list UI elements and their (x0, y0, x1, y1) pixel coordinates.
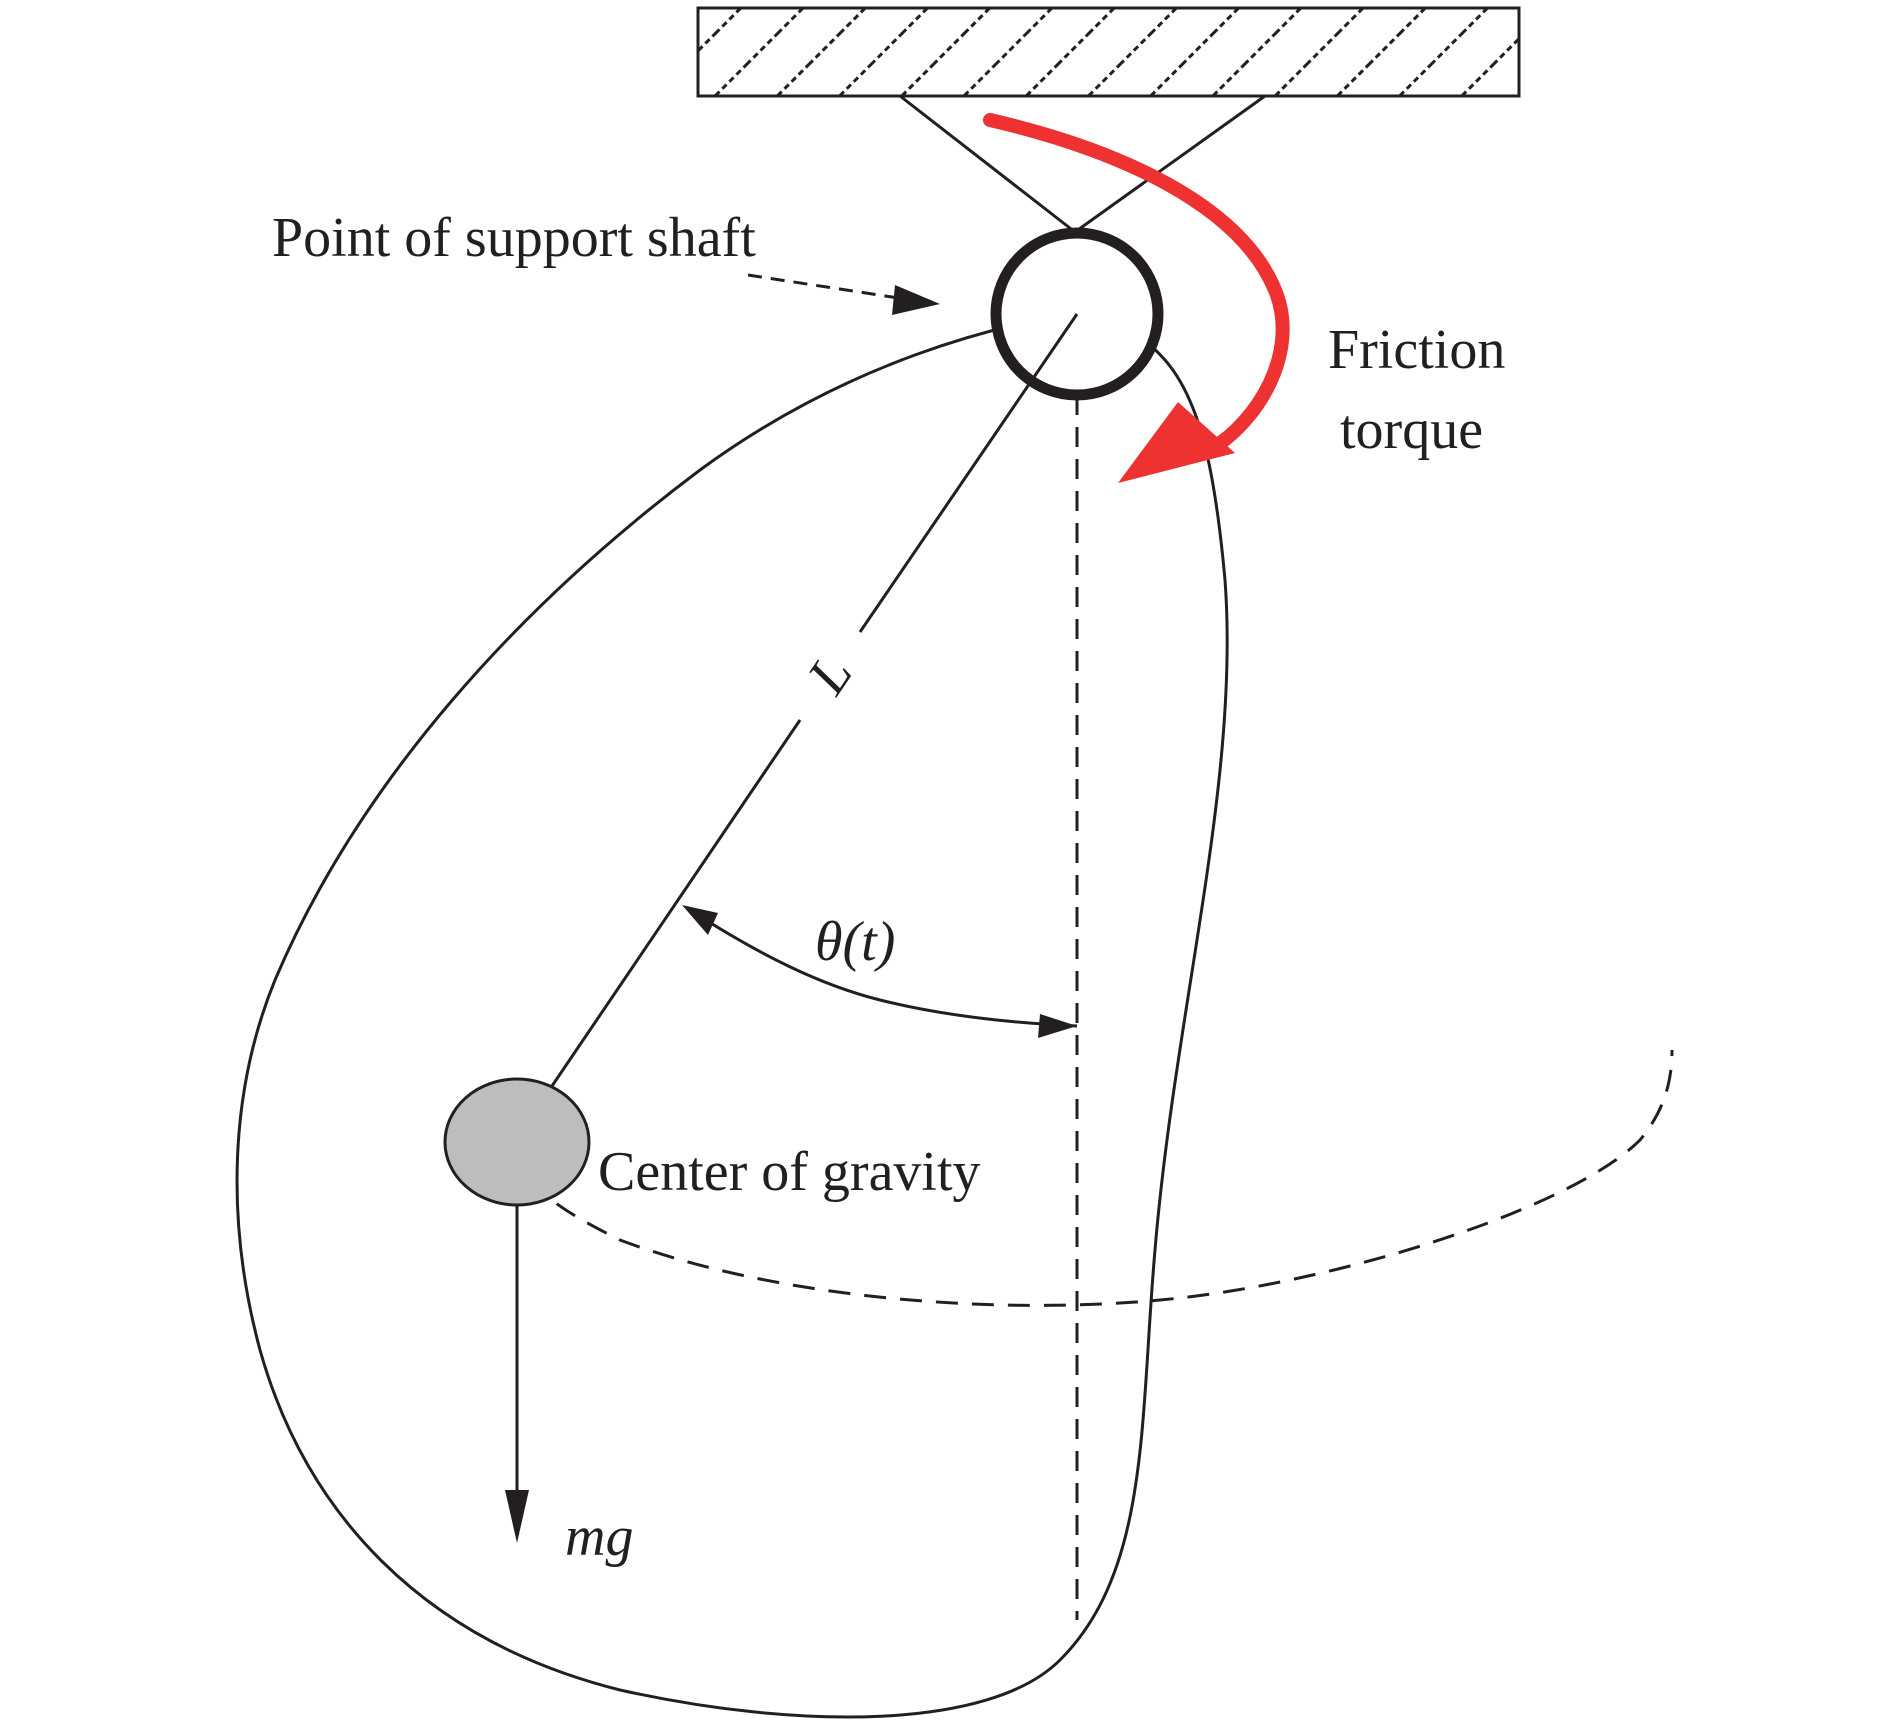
suspension-lines (899, 94, 1266, 234)
friction-torque-arrow (983, 113, 1290, 483)
torque-arrow-curve (983, 113, 1290, 457)
weight-arrowhead (505, 1490, 529, 1543)
pendulum-arm (550, 313, 1079, 1087)
angle-arc-arrowhead-right (1038, 1014, 1077, 1038)
center-of-gravity-bob (443, 1077, 591, 1207)
center-of-gravity-label: Center of gravity (598, 1141, 981, 1203)
support-shaft-label: Point of support shaft (272, 207, 756, 269)
friction-label-line1: Friction (1328, 319, 1505, 381)
angle-arc (689, 908, 1078, 1028)
pendulum-body-outline (235, 311, 1229, 1719)
length-label: L (795, 644, 864, 705)
friction-label-line2: torque (1340, 399, 1483, 461)
arm-segment-upper (858, 313, 1079, 633)
suspension-line-left (899, 94, 1076, 234)
weight-arrow (505, 1205, 529, 1543)
pointer-arrowhead (892, 285, 940, 315)
ceiling-support (696, 6, 1521, 98)
torque-arrowhead (1118, 402, 1235, 483)
pointer-dashed-line (747, 273, 906, 301)
weight-label: mg (565, 1506, 633, 1568)
ceiling-hatch-block (696, 6, 1521, 98)
suspension-line-right (1074, 94, 1266, 234)
support-shaft-pointer (747, 273, 940, 315)
angle-label: θ(t) (815, 911, 895, 973)
angle-arc-arrowhead-left (682, 905, 718, 935)
swing-path-dashed (516, 1049, 1674, 1307)
arm-segment-lower (550, 719, 802, 1087)
